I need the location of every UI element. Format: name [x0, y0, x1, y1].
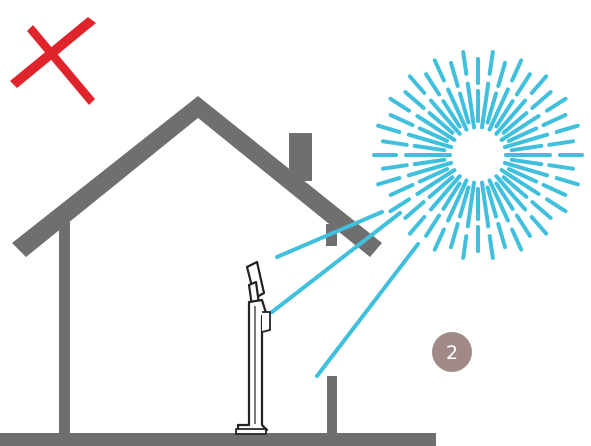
sun-ray — [532, 202, 550, 218]
sun-ray — [383, 165, 407, 169]
sun-ray — [383, 141, 407, 145]
sun-ray — [512, 230, 521, 250]
sun-ray — [463, 52, 466, 74]
cross-stroke-b — [10, 17, 96, 88]
sun-ray — [391, 115, 413, 125]
sun-ray — [415, 160, 445, 164]
sun-ray — [512, 60, 521, 80]
sun-ray — [451, 224, 458, 247]
sun-icon — [374, 52, 582, 258]
sun-ray — [547, 199, 566, 211]
sun-ray — [498, 224, 505, 247]
sun-ray — [451, 63, 458, 86]
sun-ray — [517, 74, 530, 94]
sun-ray — [415, 146, 445, 150]
sun-ray — [378, 178, 399, 184]
sun-ray — [426, 216, 439, 236]
sun-ray — [378, 126, 399, 132]
house-floor — [0, 433, 436, 446]
sun-ray — [532, 92, 550, 108]
sun-ray — [544, 115, 566, 125]
sun-ray — [557, 126, 578, 132]
sun-ray — [391, 199, 410, 211]
house-icon — [0, 96, 436, 446]
sun-ray — [410, 76, 424, 93]
handheld-device-icon — [236, 262, 270, 434]
sun-ray — [410, 217, 424, 234]
sun-ray — [426, 74, 439, 94]
sun-ray — [405, 92, 423, 108]
sun-ray — [498, 63, 505, 86]
sun-ray — [405, 202, 423, 218]
cross-icon — [10, 17, 96, 105]
sun-ray — [391, 185, 413, 195]
device-base — [236, 429, 266, 434]
sun-ray — [532, 217, 546, 234]
sun-ray — [512, 160, 542, 164]
sun-ray — [512, 146, 542, 150]
house-wall-left — [59, 222, 70, 436]
sun-ray — [549, 141, 573, 145]
sun-ray — [463, 236, 466, 258]
sun-ray — [490, 52, 493, 74]
sun-ray — [547, 99, 566, 111]
device-grip — [262, 312, 270, 332]
sun-ray — [544, 185, 566, 195]
sun-ray — [435, 230, 444, 250]
sun-ray — [490, 236, 493, 258]
sun-ray — [435, 60, 444, 80]
sun-ray — [557, 178, 578, 184]
step-badge: 2 — [432, 332, 472, 372]
house-wall-lower-right — [327, 376, 337, 436]
sun-ray — [532, 76, 546, 93]
sun-ray — [517, 216, 530, 236]
step-badge-label: 2 — [446, 342, 458, 364]
chimney — [289, 133, 312, 181]
sun-ray — [549, 165, 573, 169]
sun-ray — [391, 99, 410, 111]
